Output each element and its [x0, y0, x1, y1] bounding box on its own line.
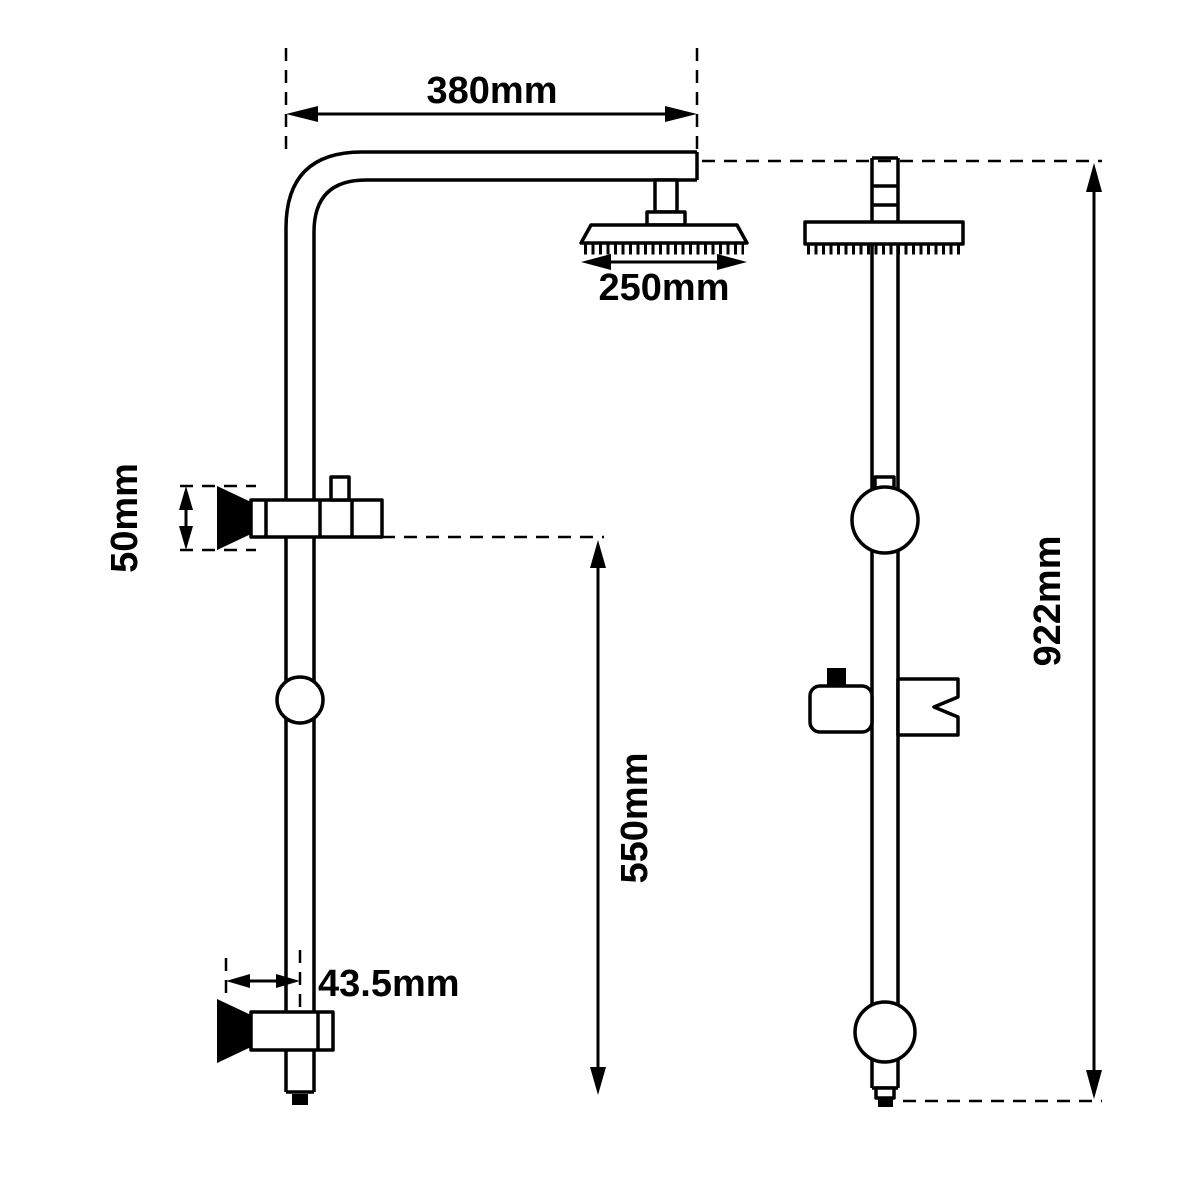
dim-label-arm-length: 380mm [427, 70, 558, 112]
holder-clamp [808, 684, 874, 734]
dimension-head-width: 250mm [581, 254, 747, 309]
dim-label-lower-span: 550mm [614, 753, 656, 884]
arrowhead-left [286, 106, 318, 122]
outlet-tip-right [878, 1098, 893, 1107]
arrowhead-left [226, 974, 250, 988]
arrowhead-right [717, 254, 747, 270]
arrowhead-bottom [590, 1067, 606, 1095]
arrowhead-right [665, 106, 697, 122]
outlet-right [874, 1086, 896, 1100]
left-view [217, 150, 749, 1105]
shower-head-side [579, 223, 749, 245]
arrowhead-right [276, 974, 300, 988]
wall-bracket-top-body [249, 498, 384, 539]
dimension-bracket-height: 50mm [104, 463, 256, 573]
slider-bracket-top [850, 485, 920, 555]
dimension-bottom-offset: 43.5mm [224, 950, 460, 1012]
wall-flange-top [217, 486, 251, 550]
holder-clamp-screw [827, 668, 846, 686]
slider-bracket-bottom [853, 1000, 917, 1064]
arrowhead-bottom [179, 526, 193, 550]
right-view [803, 156, 965, 1107]
dim-label-head-width: 250mm [599, 267, 730, 309]
bracket-knob [329, 475, 351, 502]
arrowhead-left [581, 254, 611, 270]
dimension-arm-length: 380mm [284, 48, 699, 150]
hand-shower-holder [896, 677, 960, 737]
head-flange [645, 210, 687, 227]
dim-label-bracket-height: 50mm [104, 463, 146, 573]
arrowhead-bottom [1086, 1070, 1102, 1099]
pipe-connector-circle [275, 675, 325, 725]
head-connector [653, 178, 679, 214]
gooseneck-arm-inner [312, 178, 697, 1092]
wall-bracket-bottom-body [249, 1010, 335, 1052]
shower-head-front [803, 220, 965, 246]
dimension-total-height: 922mm [702, 159, 1102, 1103]
dim-label-bottom-offset: 43.5mm [318, 963, 460, 1005]
outlet-tip-left [292, 1094, 308, 1105]
arrowhead-top [179, 486, 193, 510]
gooseneck-arm-outer [284, 150, 697, 1092]
arrowhead-top [1086, 163, 1102, 192]
wall-flange-bottom [217, 999, 251, 1063]
dimension-lower-span: 550mm [316, 535, 656, 1095]
arrowhead-top [590, 540, 606, 568]
dim-label-total-height: 922mm [1027, 536, 1069, 667]
